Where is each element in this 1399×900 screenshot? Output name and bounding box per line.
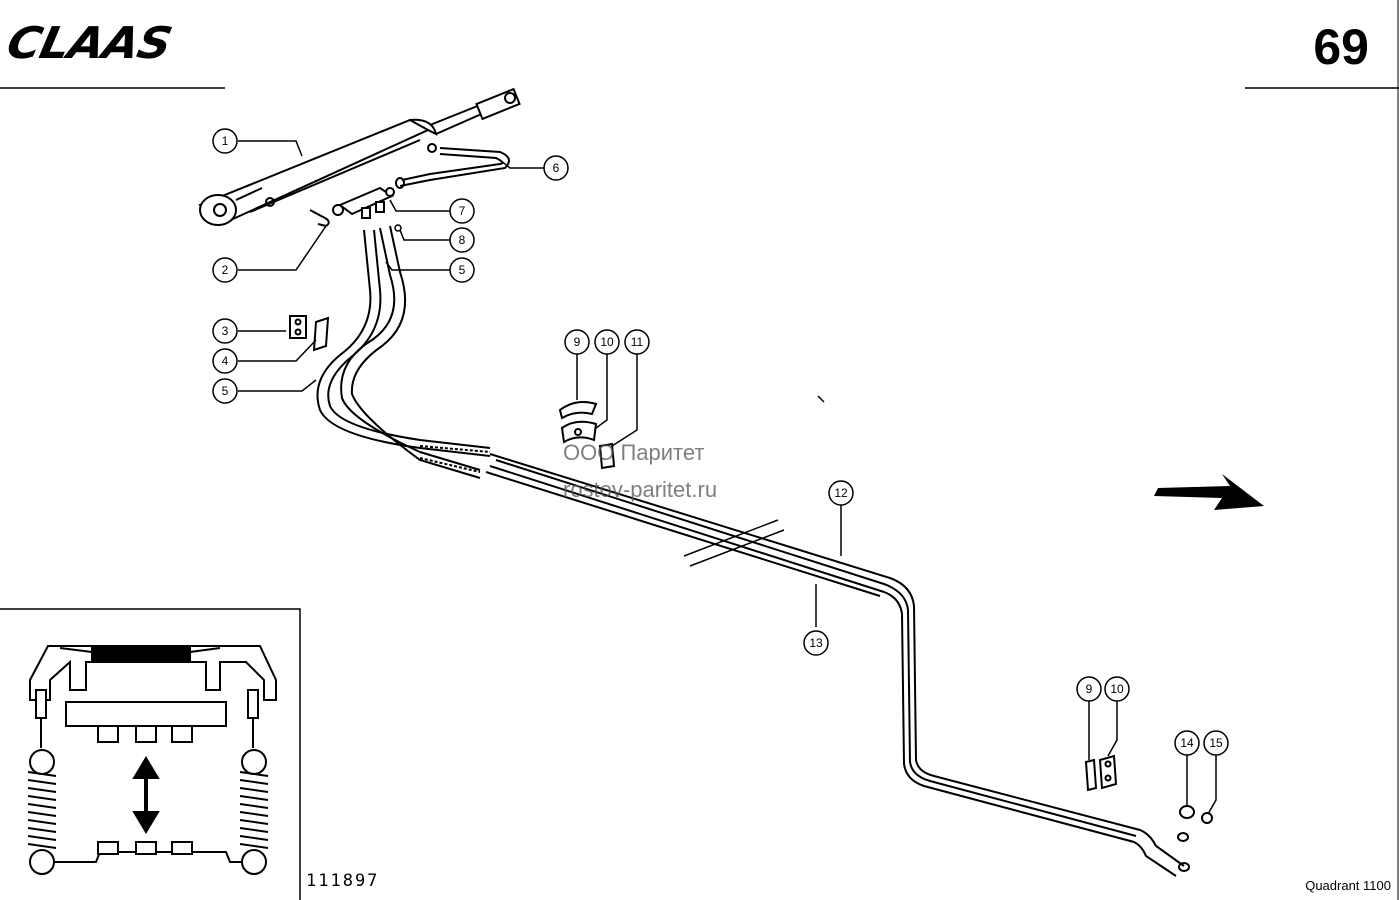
callout-7: 7 — [459, 204, 466, 218]
watermark-line2: rostov-paritet.ru — [563, 477, 718, 502]
mark — [817, 395, 825, 403]
pipes-12-13 — [485, 453, 1190, 877]
callout-9a: 9 — [574, 335, 581, 349]
callout-2: 2 — [222, 263, 229, 277]
t-fitting-7 — [332, 186, 395, 219]
callout-15: 15 — [1209, 736, 1223, 750]
callout-5a: 5 — [459, 263, 466, 277]
clamps-upper — [558, 401, 616, 470]
callout-4: 4 — [222, 354, 229, 368]
hydraulic-cylinder — [198, 87, 521, 226]
bracket-3-4 — [289, 315, 330, 352]
direction-arrow — [1154, 474, 1264, 510]
drawing-number: 111897 — [306, 871, 380, 891]
clip-2 — [309, 209, 330, 228]
hoses-5 — [316, 225, 491, 479]
callout-6: 6 — [553, 161, 560, 175]
callout-1: 1 — [222, 134, 229, 148]
callout-3: 3 — [222, 324, 229, 338]
inset-schematic — [0, 608, 301, 900]
callout-13: 13 — [809, 636, 823, 650]
callout-11: 11 — [631, 335, 644, 349]
brand-logo: CLAAS — [2, 17, 176, 69]
callout-5b: 5 — [222, 384, 229, 398]
model-name: Quadrant 1100 — [1305, 878, 1391, 893]
pipe-6 — [395, 147, 510, 189]
callout-8: 8 — [459, 233, 466, 247]
callout-12: 12 — [834, 486, 848, 500]
clamps-lower — [1084, 754, 1118, 792]
callout-circles — [212, 128, 1229, 756]
leader-lines — [238, 140, 1217, 815]
callout-14: 14 — [1180, 736, 1194, 750]
watermark-line1: ООО Паритет — [563, 440, 705, 465]
page-number: 69 — [1313, 19, 1369, 75]
washer-8 — [394, 224, 402, 232]
nuts-14-15 — [1179, 805, 1213, 824]
callout-10a: 10 — [600, 335, 614, 349]
callout-10b: 10 — [1110, 682, 1124, 696]
callout-9b: 9 — [1086, 682, 1093, 696]
